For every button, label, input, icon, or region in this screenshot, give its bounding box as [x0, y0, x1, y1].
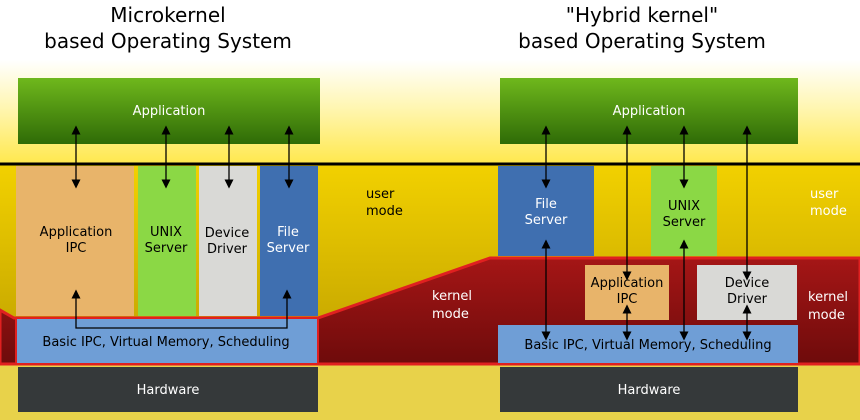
left-ipc-loop-arrow [71, 289, 292, 329]
right-file-server-box: File Server [498, 166, 594, 256]
left-driver-label-2: Driver [207, 242, 248, 257]
right-unix-label-2: Server [663, 215, 706, 230]
left-device-driver-box: Device Driver [199, 166, 257, 316]
left-file-label-2: Server [267, 241, 310, 256]
left-kernel-mode-1: kernel [432, 289, 472, 304]
right-app-ipc-label-2: IPC [617, 292, 638, 307]
left-unix-label-1: UNIX [150, 225, 182, 240]
left-kernel-bar-label: Basic IPC, Virtual Memory, Scheduling [42, 335, 289, 350]
right-file-label-1: File [535, 197, 557, 212]
right-application-box: Application [500, 78, 798, 144]
left-application-label: Application [133, 104, 206, 119]
left-file-label-1: File [277, 225, 299, 240]
right-user-mode-1: user [810, 187, 839, 202]
left-title-line2: based Operating System [44, 29, 292, 53]
left-hardware-label: Hardware [137, 383, 200, 398]
left-application-box: Application [18, 78, 320, 144]
left-unix-label-2: Server [145, 241, 188, 256]
right-user-mode-2: mode [810, 204, 847, 219]
right-kernel-mode-2: mode [808, 308, 845, 323]
left-user-mode-2: mode [366, 204, 403, 219]
right-app-ipc-label-1: Application [591, 276, 664, 291]
left-driver-label-1: Device [205, 226, 249, 241]
left-user-mode-1: user [366, 187, 395, 202]
left-kernel-bar: Basic IPC, Virtual Memory, Scheduling [15, 317, 319, 365]
right-driver-label-2: Driver [727, 292, 768, 307]
right-file-label-2: Server [525, 213, 568, 228]
right-kernel-bar: Basic IPC, Virtual Memory, Scheduling [498, 325, 798, 363]
left-hardware-box: Hardware [18, 367, 318, 412]
left-arrows [71, 125, 294, 329]
right-hardware-box: Hardware [500, 367, 798, 412]
right-title-line2: based Operating System [518, 29, 766, 53]
left-file-server-box: File Server [260, 166, 318, 316]
right-application-label: Application [613, 104, 686, 119]
left-kernel-mode-2: mode [432, 307, 469, 322]
right-unix-label-1: UNIX [668, 199, 700, 214]
left-app-ipc-label-2: IPC [66, 241, 87, 256]
left-app-ipc-label-1: Application [40, 225, 113, 240]
right-title-line1: "Hybrid kernel" [566, 3, 718, 27]
right-driver-label-1: Device [725, 276, 769, 291]
left-unix-server-box: UNIX Server [138, 166, 196, 316]
right-kernel-bar-label: Basic IPC, Virtual Memory, Scheduling [524, 338, 771, 353]
right-hardware-label: Hardware [618, 383, 681, 398]
right-kernel-mode-1: kernel [808, 290, 848, 305]
left-title-line1: Microkernel [110, 3, 225, 27]
right-arrows [541, 125, 752, 341]
left-app-ipc-box: Application IPC [16, 166, 134, 316]
